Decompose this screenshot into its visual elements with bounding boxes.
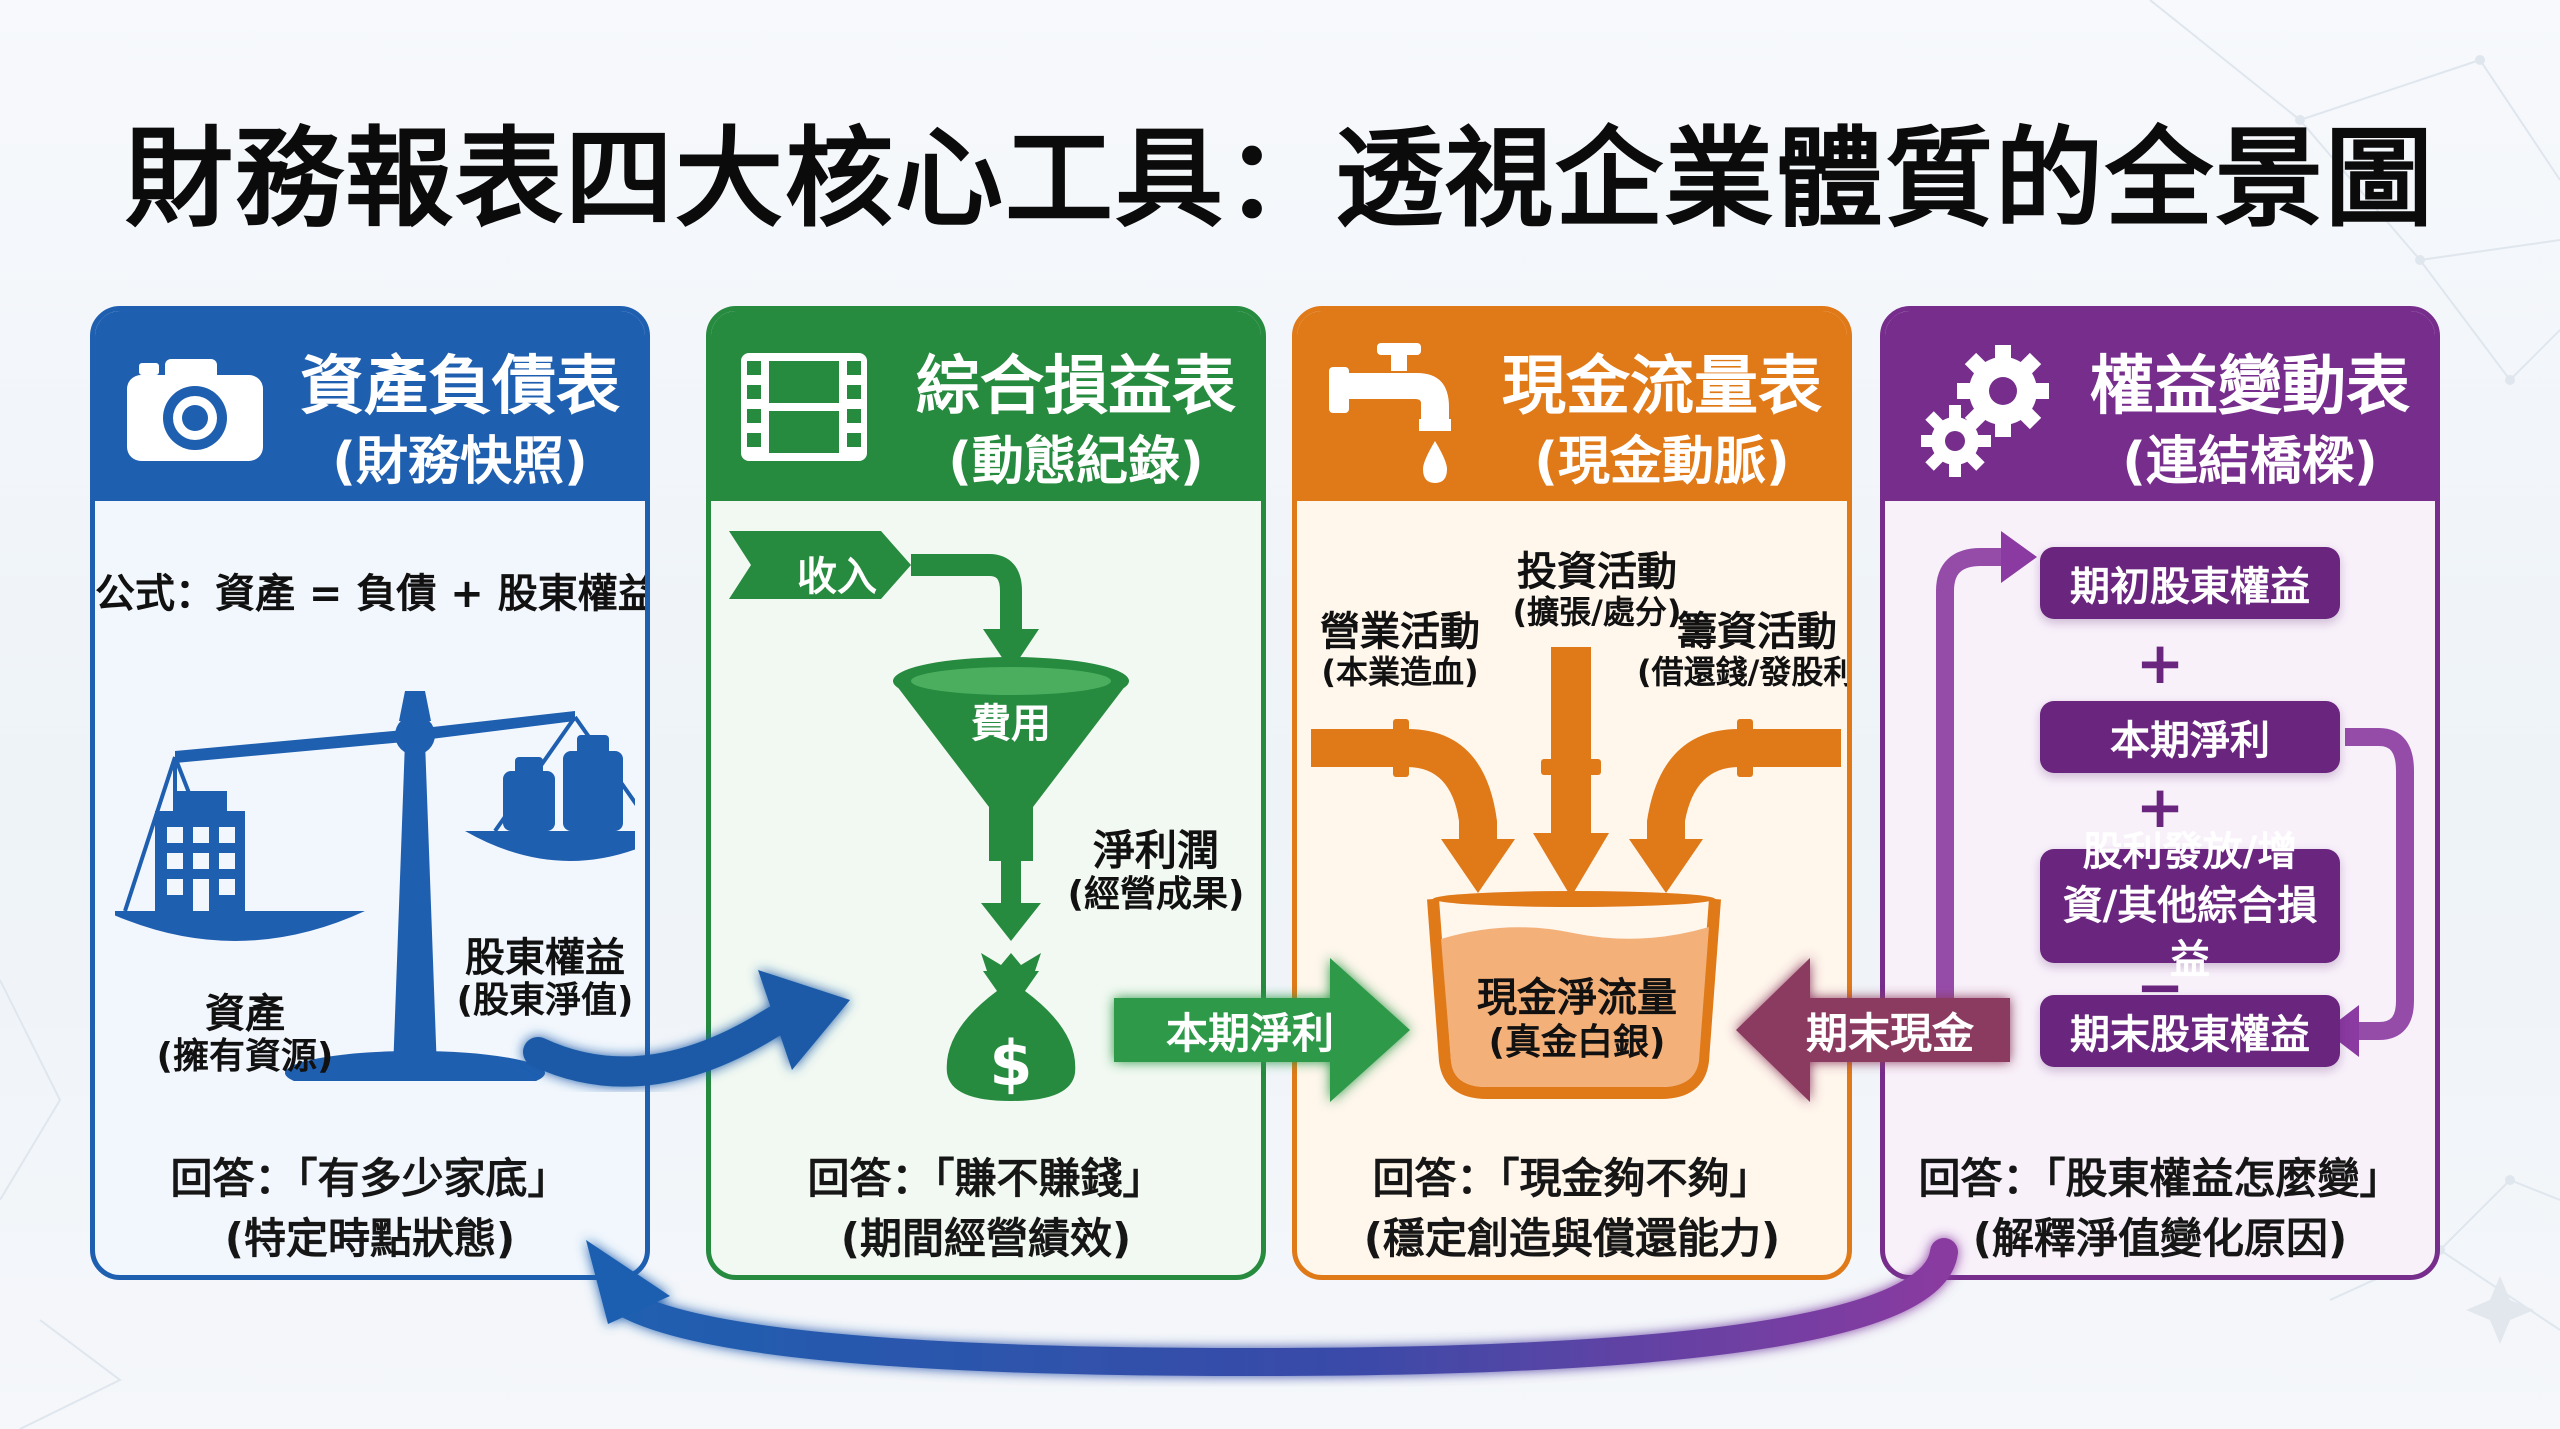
- financing-label: 籌資活動: [1677, 609, 1837, 655]
- balance-sheet-title: 資產負債表: [300, 350, 620, 424]
- funnel-icon: [893, 681, 1129, 861]
- income-statement-answer-line2: (期間經營績效): [840, 1214, 1132, 1263]
- income-funnel-diagram: $: [729, 531, 1129, 1101]
- assets-label: 資產: [205, 991, 285, 1037]
- sparkle-icon: [2466, 1276, 2534, 1344]
- ending-cash-arrow: [1736, 958, 2010, 1102]
- income-statement-panel: 綜合損益表 (動態紀錄) $ 收入 費用: [706, 306, 1266, 1280]
- net-profit-sublabel: (經營成果): [1067, 874, 1245, 915]
- gears-icon: [1921, 345, 2049, 477]
- balance-to-income-arrow: [523, 970, 850, 1087]
- equity-changes-answer-line2: (解釋淨值變化原因): [1972, 1214, 2348, 1263]
- closing-equity-box: 期末股東權益: [2040, 995, 2340, 1067]
- equity-to-balance-loop-arrow: [586, 1238, 1958, 1377]
- equity-label: 股東權益: [465, 935, 625, 981]
- cash-flow-answer-line2: (穩定創造與償還能力): [1363, 1214, 1781, 1263]
- cash-flow-panel: 現金流量表 (現金動脈): [1292, 306, 1852, 1280]
- accounting-formula: 公式：資產 = 負債 + 股東權益: [95, 571, 650, 617]
- equity-changes-panel: 權益變動表 (連結橋樑) 期初股東權益 + 本期淨利 + 股利發放/增資/其他綜…: [1880, 306, 2440, 1280]
- plus-sign-2: +: [2135, 773, 2185, 841]
- equity-sublabel: (股東淨值): [456, 980, 634, 1021]
- net-income-box: 本期淨利: [2040, 701, 2340, 773]
- income-statement-answer: 回答：「賺不賺錢」 (期間經營績效): [711, 1149, 1261, 1269]
- equity-flow-arrows: [1936, 531, 2414, 1057]
- balance-sheet-answer-line2: (特定時點狀態): [224, 1214, 516, 1263]
- camera-icon: [127, 359, 263, 461]
- operating-sublabel: (本業造血): [1321, 653, 1479, 691]
- cash-flow-answer: 回答：「現金夠不夠」 (穩定創造與償還能力): [1297, 1149, 1847, 1269]
- cash-flow-title: 現金流量表: [1502, 350, 1822, 424]
- cash-bucket-icon: [1427, 891, 1721, 1099]
- ending-cash-label: 期末現金: [1805, 1008, 1974, 1058]
- svg-text:$: $: [989, 1027, 1032, 1100]
- expense-label: 費用: [971, 701, 1051, 747]
- net-income-arrow: [1114, 958, 1410, 1102]
- equity-changes-answer-line1: 回答：「股東權益怎麼變」: [1918, 1154, 2402, 1203]
- investing-label: 投資活動: [1517, 549, 1677, 595]
- plus-sign-1: +: [2135, 629, 2185, 697]
- revenue-label: 收入: [797, 554, 877, 600]
- balance-sheet-subtitle: (財務快照): [332, 432, 588, 492]
- cash-flow-header: 現金流量表 (現金動脈): [1297, 311, 1847, 501]
- faucet-icon: [1329, 343, 1451, 483]
- balance-sheet-header: 資產負債表 (財務快照): [95, 311, 645, 501]
- cash-flow-answer-line1: 回答：「現金夠不夠」: [1372, 1154, 1772, 1203]
- investing-sublabel: (擴張/處分): [1512, 593, 1682, 631]
- balance-sheet-answer-line1: 回答：「有多少家底」: [170, 1154, 570, 1203]
- equity-changes-title: 權益變動表: [2090, 350, 2410, 424]
- financing-sublabel: (借還錢/發股利): [1637, 653, 1852, 691]
- equity-changes-header: 權益變動表 (連結橋樑): [1885, 311, 2435, 501]
- net-cash-flow-label: 現金淨流量: [1477, 975, 1677, 1021]
- balance-sheet-answer: 回答：「有多少家底」 (特定時點狀態): [95, 1149, 645, 1269]
- opening-equity-box: 期初股東權益: [2040, 547, 2340, 619]
- revenue-tag: [729, 531, 911, 599]
- money-bag-icon: $: [946, 953, 1076, 1101]
- income-statement-subtitle: (動態紀錄): [948, 432, 1204, 492]
- operating-label: 營業活動: [1320, 609, 1480, 655]
- income-statement-header: 綜合損益表 (動態紀錄): [711, 311, 1261, 501]
- net-cash-flow-sublabel: (真金白銀): [1488, 1022, 1666, 1063]
- income-statement-title: 綜合損益表: [916, 350, 1236, 424]
- balance-sheet-panel: 資產負債表 (財務快照) 公式：資產 = 負債 + 股東權益: [90, 306, 650, 1280]
- assets-sublabel: (擁有資源): [156, 1036, 334, 1077]
- net-income-arrow-label: 本期淨利: [1165, 1008, 1334, 1058]
- cash-flow-pipes-diagram: [1311, 647, 1841, 1099]
- equity-changes-answer: 回答：「股東權益怎麼變」 (解釋淨值變化原因): [1885, 1149, 2435, 1269]
- film-strip-icon: [741, 353, 867, 461]
- equity-changes-subtitle: (連結橋樑): [2122, 432, 2378, 492]
- net-profit-label: 淨利潤: [1092, 826, 1219, 875]
- balance-scale-icon: [115, 691, 635, 1081]
- income-statement-answer-line1: 回答：「賺不賺錢」: [807, 1154, 1165, 1203]
- cash-flow-subtitle: (現金動脈): [1534, 432, 1790, 492]
- page-title: 財務報表四大核心工具：透視企業體質的全景圖: [124, 117, 2435, 242]
